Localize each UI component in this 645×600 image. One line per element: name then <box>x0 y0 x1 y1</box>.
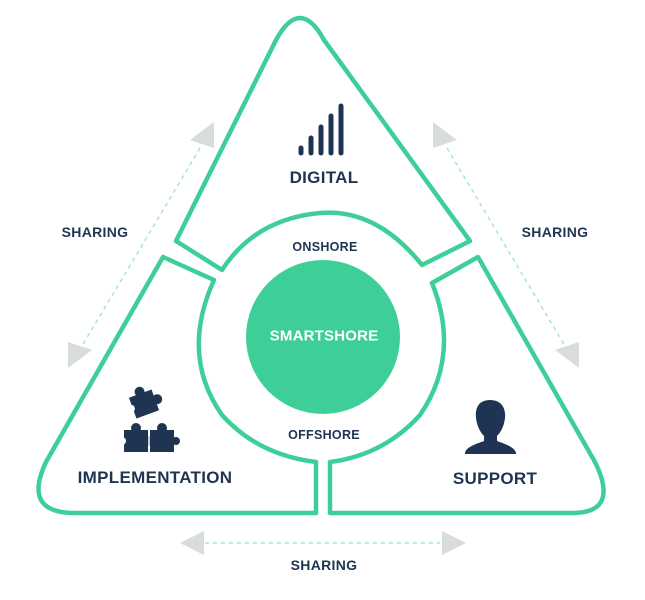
sharing-right-label: SHARING <box>521 224 589 240</box>
arrow-head-icon <box>555 342 579 368</box>
onshore-label: ONSHORE <box>292 240 358 254</box>
implementation-label: IMPLEMENTATION <box>77 468 233 487</box>
puzzle-pieces-icon <box>118 386 180 452</box>
signal-bars-icon <box>298 103 344 156</box>
sharing-right-line <box>446 147 566 347</box>
arrow-head-icon <box>433 122 457 148</box>
smartshore-label: SMARTSHORE <box>269 327 379 345</box>
arrow-head-icon <box>442 531 466 555</box>
implementation-segment <box>36 254 319 516</box>
support-label: SUPPORT <box>452 469 538 488</box>
arrow-head-icon <box>190 122 214 148</box>
sharing-left-line <box>81 147 201 347</box>
sharing-left-label: SHARING <box>61 224 129 240</box>
user-silhouette-icon <box>465 400 516 454</box>
offshore-label: OFFSHORE <box>288 428 360 442</box>
arrow-head-icon <box>68 342 92 368</box>
sharing-bottom-label: SHARING <box>290 557 358 573</box>
digital-label: DIGITAL <box>289 168 359 187</box>
digital-segment <box>173 15 473 273</box>
smartshore-circle <box>246 260 400 414</box>
arrow-head-icon <box>180 531 204 555</box>
support-segment <box>327 254 606 516</box>
